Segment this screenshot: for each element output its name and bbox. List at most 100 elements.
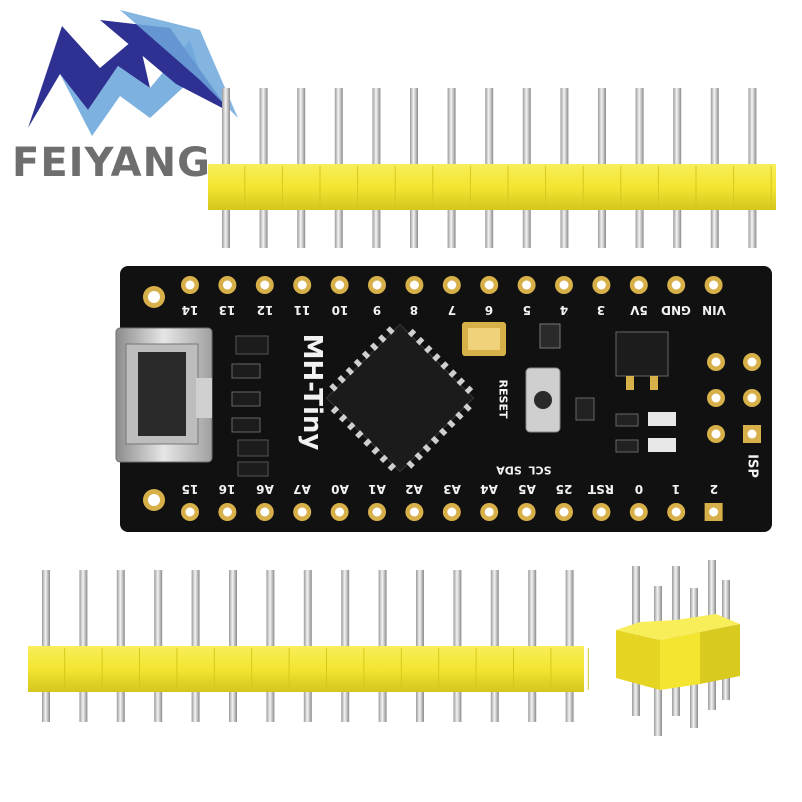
top-pin-label: 5V: [629, 303, 648, 317]
top-pin-label: 11: [293, 303, 311, 317]
pin-pad-hole: [709, 507, 719, 517]
reset-label: RESET: [496, 379, 510, 419]
pcb-board: [115, 266, 772, 532]
mcu-leg: [330, 405, 340, 415]
bottom-pin-label: A5: [517, 482, 536, 496]
mcu-leg: [447, 419, 456, 429]
pin-pad-hole: [372, 280, 382, 290]
pin-pad-hole: [335, 280, 345, 290]
pin-pad-hole: [671, 280, 681, 290]
top-pin-label: 4: [559, 303, 569, 317]
mcu-leg: [455, 411, 464, 420]
pin-pad-hole: [185, 507, 195, 517]
mcu-leg: [407, 328, 417, 338]
scl-label: SCL: [528, 463, 552, 477]
pin-pad-hole: [260, 507, 270, 517]
isp-pad-hole: [711, 429, 721, 439]
mcu-leg: [369, 342, 379, 351]
bottom-pin-label: A0: [330, 482, 349, 496]
mcu-leg: [386, 326, 395, 335]
isp-label: ISP: [744, 454, 760, 478]
mcu-leg: [438, 427, 448, 437]
mcu-leg: [463, 403, 472, 412]
pin-pad-hole: [447, 280, 457, 290]
header-body: [28, 646, 584, 692]
pin-pad-hole: [222, 507, 232, 517]
pin-pad-hole: [522, 280, 532, 290]
pin-pad-hole: [559, 280, 569, 290]
isp-pad-hole: [711, 357, 721, 367]
pin-pad-hole: [335, 507, 345, 517]
top-pin-label: 6: [485, 303, 494, 317]
top-pin-label: VIN: [701, 303, 726, 317]
bottom-pin-label: 1: [672, 482, 681, 496]
mcu-leg: [345, 366, 355, 376]
pin-pad-hole: [671, 507, 681, 517]
bottom-pin-label: 25: [555, 482, 573, 496]
mcu-leg: [371, 446, 380, 455]
mcu-leg: [456, 377, 466, 386]
bottom-pin-label: 0: [634, 482, 643, 496]
top-pin-label: 12: [256, 303, 274, 317]
pin-pad-hole: [185, 280, 195, 290]
sda-label: SDA: [496, 463, 522, 477]
pin-pad-hole: [596, 280, 606, 290]
mcu-leg: [363, 438, 372, 447]
logo-mark: [28, 10, 238, 136]
pin-pad-hole: [709, 280, 719, 290]
mcu-leg: [432, 353, 441, 362]
top-pin-header: [208, 88, 776, 248]
isp-pad-hole: [747, 393, 757, 403]
pin-pad-hole: [522, 507, 532, 517]
pin-pad-hole: [409, 280, 419, 290]
pin-pad-hole: [260, 280, 270, 290]
mcu-leg: [338, 413, 348, 423]
mcu-leg: [422, 443, 432, 453]
top-pin-label: 14: [181, 303, 199, 317]
bottom-pin-label: 15: [181, 482, 199, 496]
isp-pad-hole: [711, 393, 721, 403]
pin-pad-hole: [447, 507, 457, 517]
bottom-pin-label: A1: [368, 482, 386, 496]
bottom-pin-label: A7: [293, 482, 312, 496]
mcu-leg: [448, 369, 457, 378]
header-body: [208, 164, 776, 210]
top-pin-label: 3: [597, 303, 606, 317]
bottom-pin-header: [28, 570, 589, 722]
isp-pin-header: [616, 560, 740, 736]
mcu-leg: [430, 435, 440, 445]
top-pin-label: 7: [447, 303, 456, 317]
top-pin-label: 8: [410, 303, 419, 317]
isp-pad-hole: [747, 357, 757, 367]
bottom-pin-label: 2: [709, 482, 718, 496]
top-pin-label: 9: [372, 303, 382, 317]
top-pin-label: 10: [331, 303, 348, 317]
bottom-pin-label: RST: [588, 482, 615, 496]
top-pin-label: 13: [219, 303, 236, 317]
pin-pad-hole: [222, 280, 232, 290]
bottom-pin-label: A3: [442, 482, 461, 496]
top-pin-label: GND: [661, 303, 692, 317]
mcu-leg: [329, 383, 338, 392]
mcu-leg: [414, 452, 423, 461]
mcu-leg: [440, 361, 449, 370]
pin-pad-hole: [372, 507, 382, 517]
pin-pad-hole: [297, 507, 307, 517]
bottom-pin-label: A2: [405, 482, 424, 496]
mcu-leg: [424, 344, 433, 354]
mcu-leg: [379, 454, 388, 464]
mcu-leg: [353, 358, 363, 368]
mcu-leg: [337, 375, 346, 384]
brand-logo-text: FEIYANG: [12, 140, 211, 186]
pin-pad-hole: [409, 507, 419, 517]
mcu-leg: [378, 334, 387, 343]
bottom-pin-label: A6: [255, 482, 274, 496]
pin-pad-hole: [297, 280, 307, 290]
pin-pad-hole: [634, 507, 644, 517]
pin-pad-hole: [559, 507, 569, 517]
board-title: MH-Tiny: [297, 333, 327, 451]
pin-pad-hole: [596, 507, 606, 517]
top-pin-label: 5: [522, 303, 531, 317]
